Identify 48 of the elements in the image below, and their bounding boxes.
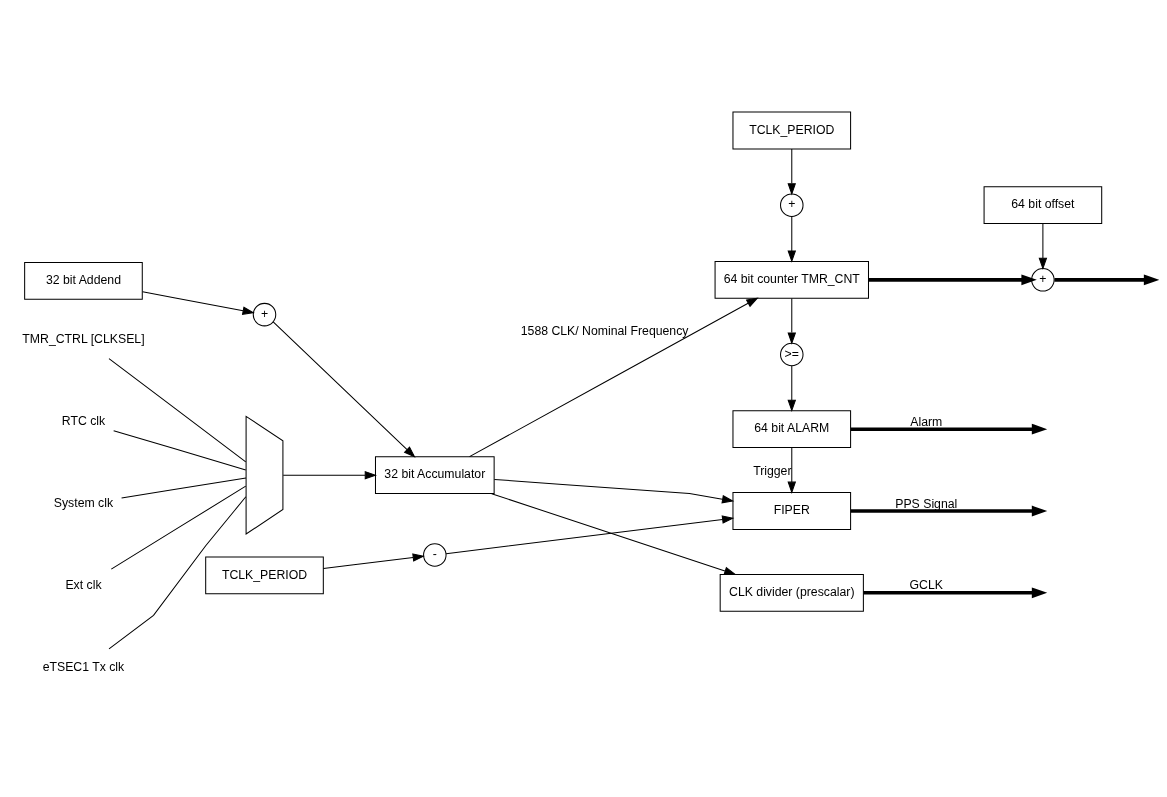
- arrow: [787, 364, 796, 412]
- arrow: [468, 297, 759, 457]
- node-box: 64 bit offset: [983, 185, 1102, 224]
- arrow: [863, 586, 1047, 598]
- edge-label: PPS Signal: [894, 496, 957, 511]
- node-text: System clk: [53, 495, 113, 510]
- node-box: 32 bit Accumulator: [374, 455, 495, 494]
- arrow: [141, 290, 255, 315]
- connector: [110, 485, 246, 570]
- connector: [112, 429, 246, 470]
- node-box: TCLK_PERIOD: [731, 111, 851, 149]
- node-circle: +: [1030, 267, 1055, 292]
- arrow: [322, 552, 425, 569]
- arrow: [282, 470, 377, 479]
- arrow: [850, 423, 1047, 435]
- node-text: Ext clk: [64, 577, 102, 592]
- arrow: [445, 514, 734, 554]
- node-box: TCLK_PERIOD: [204, 556, 324, 594]
- connector: [108, 495, 246, 649]
- edge-label: GCLK: [909, 577, 943, 592]
- arrow: [1038, 222, 1047, 270]
- arrow: [787, 215, 796, 263]
- node-text: eTSEC1 Tx clk: [42, 659, 124, 674]
- arrow: [787, 446, 796, 494]
- arrow: [272, 320, 416, 458]
- edge-label: Alarm: [909, 414, 942, 429]
- node-text: RTC clk: [61, 413, 105, 428]
- arrow: [868, 273, 1037, 285]
- node-circle: +: [252, 302, 276, 326]
- arrow: [493, 478, 734, 503]
- node-circle: -: [422, 542, 447, 567]
- edge-label: 1588 CLK/ Nominal Frequency: [520, 323, 688, 338]
- connector: [120, 477, 246, 498]
- node-box: 64 bit counter TMR_CNT: [714, 260, 869, 299]
- node-box: 64 bit ALARM: [731, 409, 851, 448]
- arrow: [787, 297, 796, 345]
- node-box: FIPER: [731, 491, 851, 530]
- node-box: 32 bit Addend: [23, 261, 143, 300]
- node-circle: >=: [779, 342, 804, 366]
- arrow: [787, 148, 796, 195]
- connector: [108, 357, 246, 462]
- arrow: [850, 505, 1047, 516]
- node-box: CLK divider (prescalar): [719, 573, 864, 612]
- node-text: TMR_CTRL [CLKSEL]: [21, 331, 145, 346]
- arrow: [1053, 273, 1159, 285]
- node-trapezium: [245, 414, 283, 535]
- node-circle: +: [779, 192, 804, 217]
- arrow: [490, 492, 736, 575]
